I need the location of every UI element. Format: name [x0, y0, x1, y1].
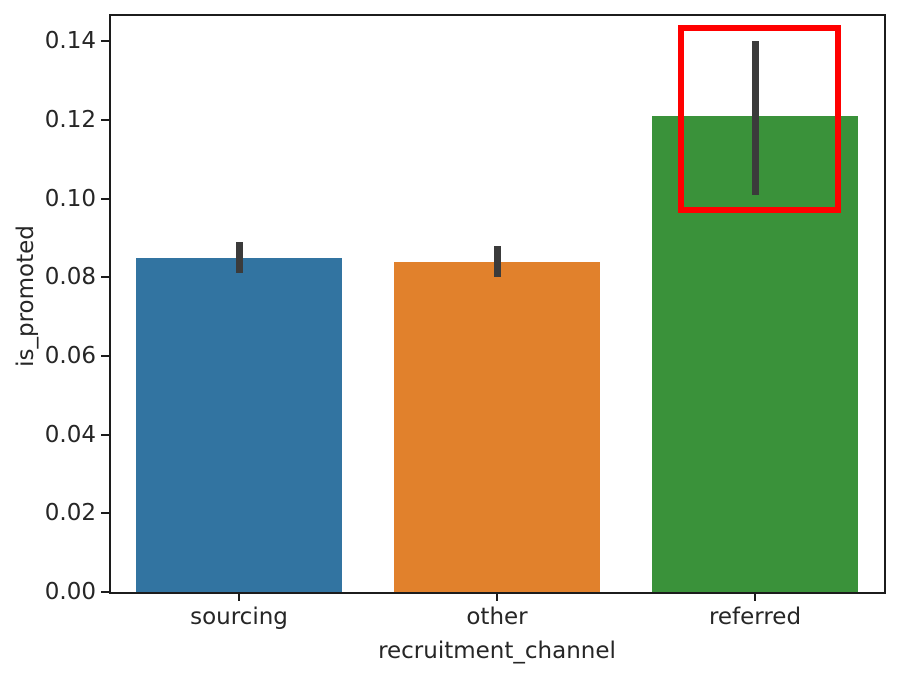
annotation-rectangle	[678, 25, 841, 213]
x-axis-tick-mark	[496, 592, 498, 601]
y-axis-tick-label: 0.12	[44, 107, 96, 134]
y-axis-tick-label: 0.10	[44, 185, 96, 212]
y-axis-tick-label: 0.04	[44, 421, 96, 448]
bar-referred	[652, 116, 858, 592]
y-axis-tick-mark	[101, 40, 110, 43]
y-axis-tick-label: 0.00	[44, 579, 96, 605]
x-axis-tick-label-sourcing: sourcing	[190, 604, 288, 630]
y-axis-tick-mark	[101, 197, 110, 200]
y-axis-tick-label: 0.14	[44, 28, 96, 55]
y-axis-tick-label: 0.08	[44, 264, 96, 291]
y-axis-tick-mark	[101, 512, 110, 515]
y-axis-tick-label: 0.02	[44, 500, 96, 527]
bar-other	[394, 261, 600, 592]
y-axis-tick-mark	[101, 276, 110, 279]
y-axis-tick-label: 0.06	[44, 343, 96, 369]
y-axis-tick-mark	[101, 119, 110, 122]
y-axis-tick-mark	[101, 355, 110, 357]
x-axis-tick-label-referred: referred	[708, 604, 802, 630]
y-axis-tick-mark	[101, 433, 110, 436]
x-axis-tick-mark	[238, 592, 240, 601]
error-bar-other	[494, 245, 501, 278]
bar-sourcing	[136, 257, 342, 592]
y-axis-tick-mark	[101, 591, 110, 593]
error-bar-referred	[752, 41, 759, 195]
x-axis-tick-mark	[754, 592, 756, 601]
x-axis-label: recruitment_channel	[378, 638, 616, 664]
error-bar-sourcing	[236, 241, 243, 274]
x-axis-tick-label-other: other	[466, 604, 528, 630]
